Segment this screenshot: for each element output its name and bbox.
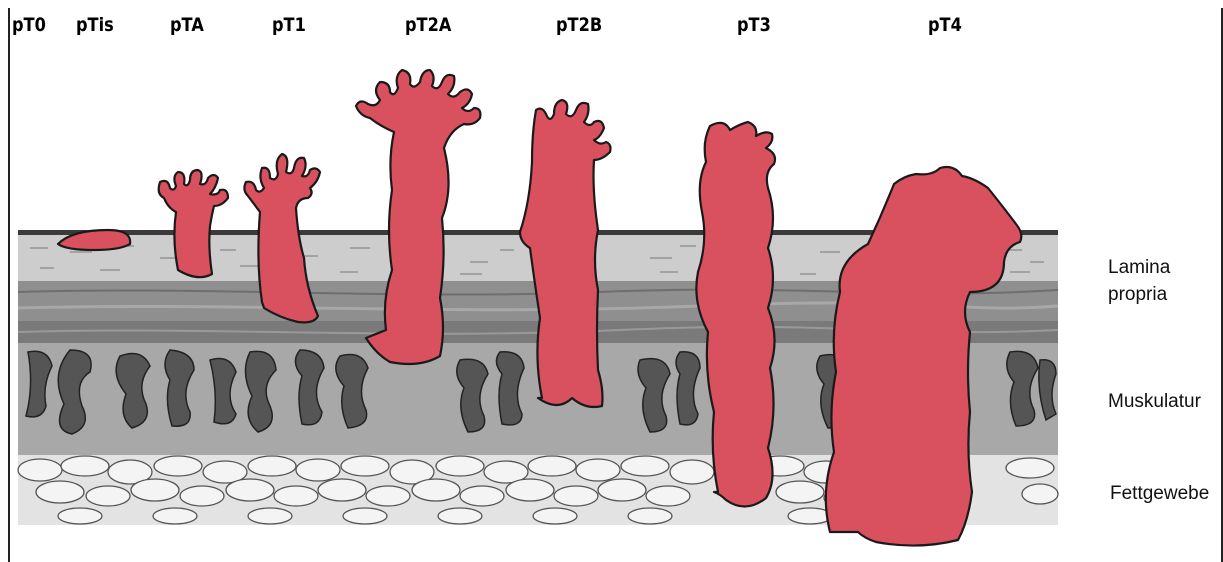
layer-label-fettgewebe: Fettgewebe	[1110, 480, 1209, 507]
layer-label-lamina: Lamina propria	[1108, 254, 1170, 308]
layer-label-lamina-line2: propria	[1108, 281, 1170, 308]
layer-label-lamina-line1: Lamina	[1108, 254, 1170, 281]
layer-label-muskulatur: Muskulatur	[1108, 388, 1201, 415]
